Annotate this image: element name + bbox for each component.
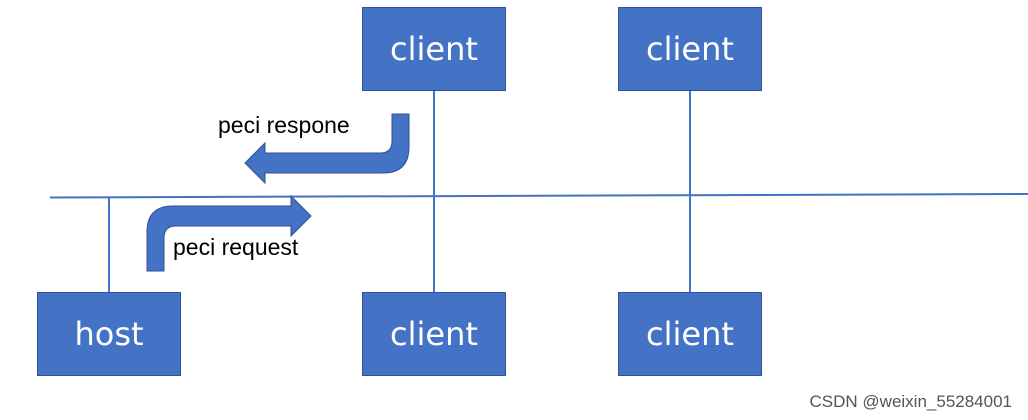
response-label: peci respone (218, 112, 350, 138)
client-node-top-2: client (618, 7, 762, 91)
host-node: host (37, 292, 181, 376)
response-arrow (244, 113, 410, 185)
request-label: peci request (173, 234, 299, 260)
watermark: CSDN @weixin_55284001 (809, 392, 1012, 411)
bus-line (49, 193, 1028, 199)
client-node-top-1: client (362, 7, 506, 91)
client-node-bottom-2: client (618, 292, 762, 376)
request-arrow (146, 194, 312, 272)
client-node-bottom-1: client (362, 292, 506, 376)
